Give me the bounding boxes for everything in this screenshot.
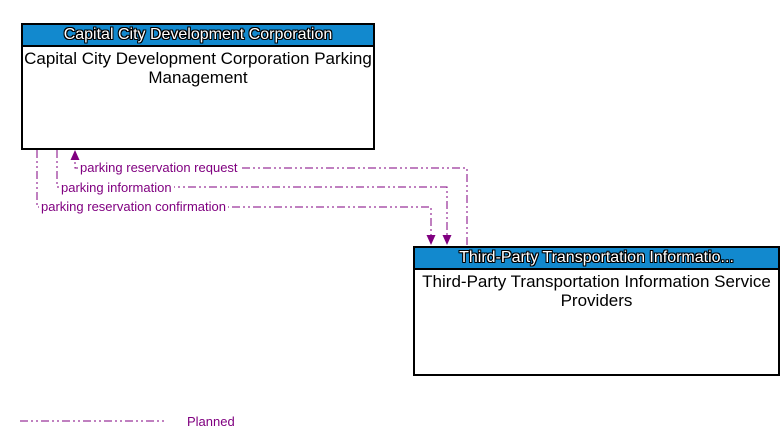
entity-body-capital-city: Capital City Development Corporation Par… — [24, 49, 372, 87]
legend-label-planned: Planned — [187, 414, 235, 429]
entity-title-capital-city: Capital City Development Corporation — [23, 25, 373, 47]
flow-label-parking-reservation-request: parking reservation request — [78, 160, 240, 175]
flow-label-parking-information: parking information — [59, 180, 174, 195]
flow-label-parking-reservation-confirmation: parking reservation confirmation — [39, 199, 228, 214]
entity-box-third-party: Third-Party Transportation Informatio...… — [413, 246, 780, 376]
entity-body-third-party: Third-Party Transportation Information S… — [422, 272, 771, 310]
entity-title-third-party: Third-Party Transportation Informatio... — [415, 248, 778, 270]
entity-box-capital-city: Capital City Development Corporation Cap… — [21, 23, 375, 150]
arrowhead-down-into-third-party-information — [442, 235, 452, 245]
arrowhead-up-into-capital-city — [70, 150, 80, 160]
arrowhead-down-into-third-party-confirmation — [426, 235, 436, 245]
